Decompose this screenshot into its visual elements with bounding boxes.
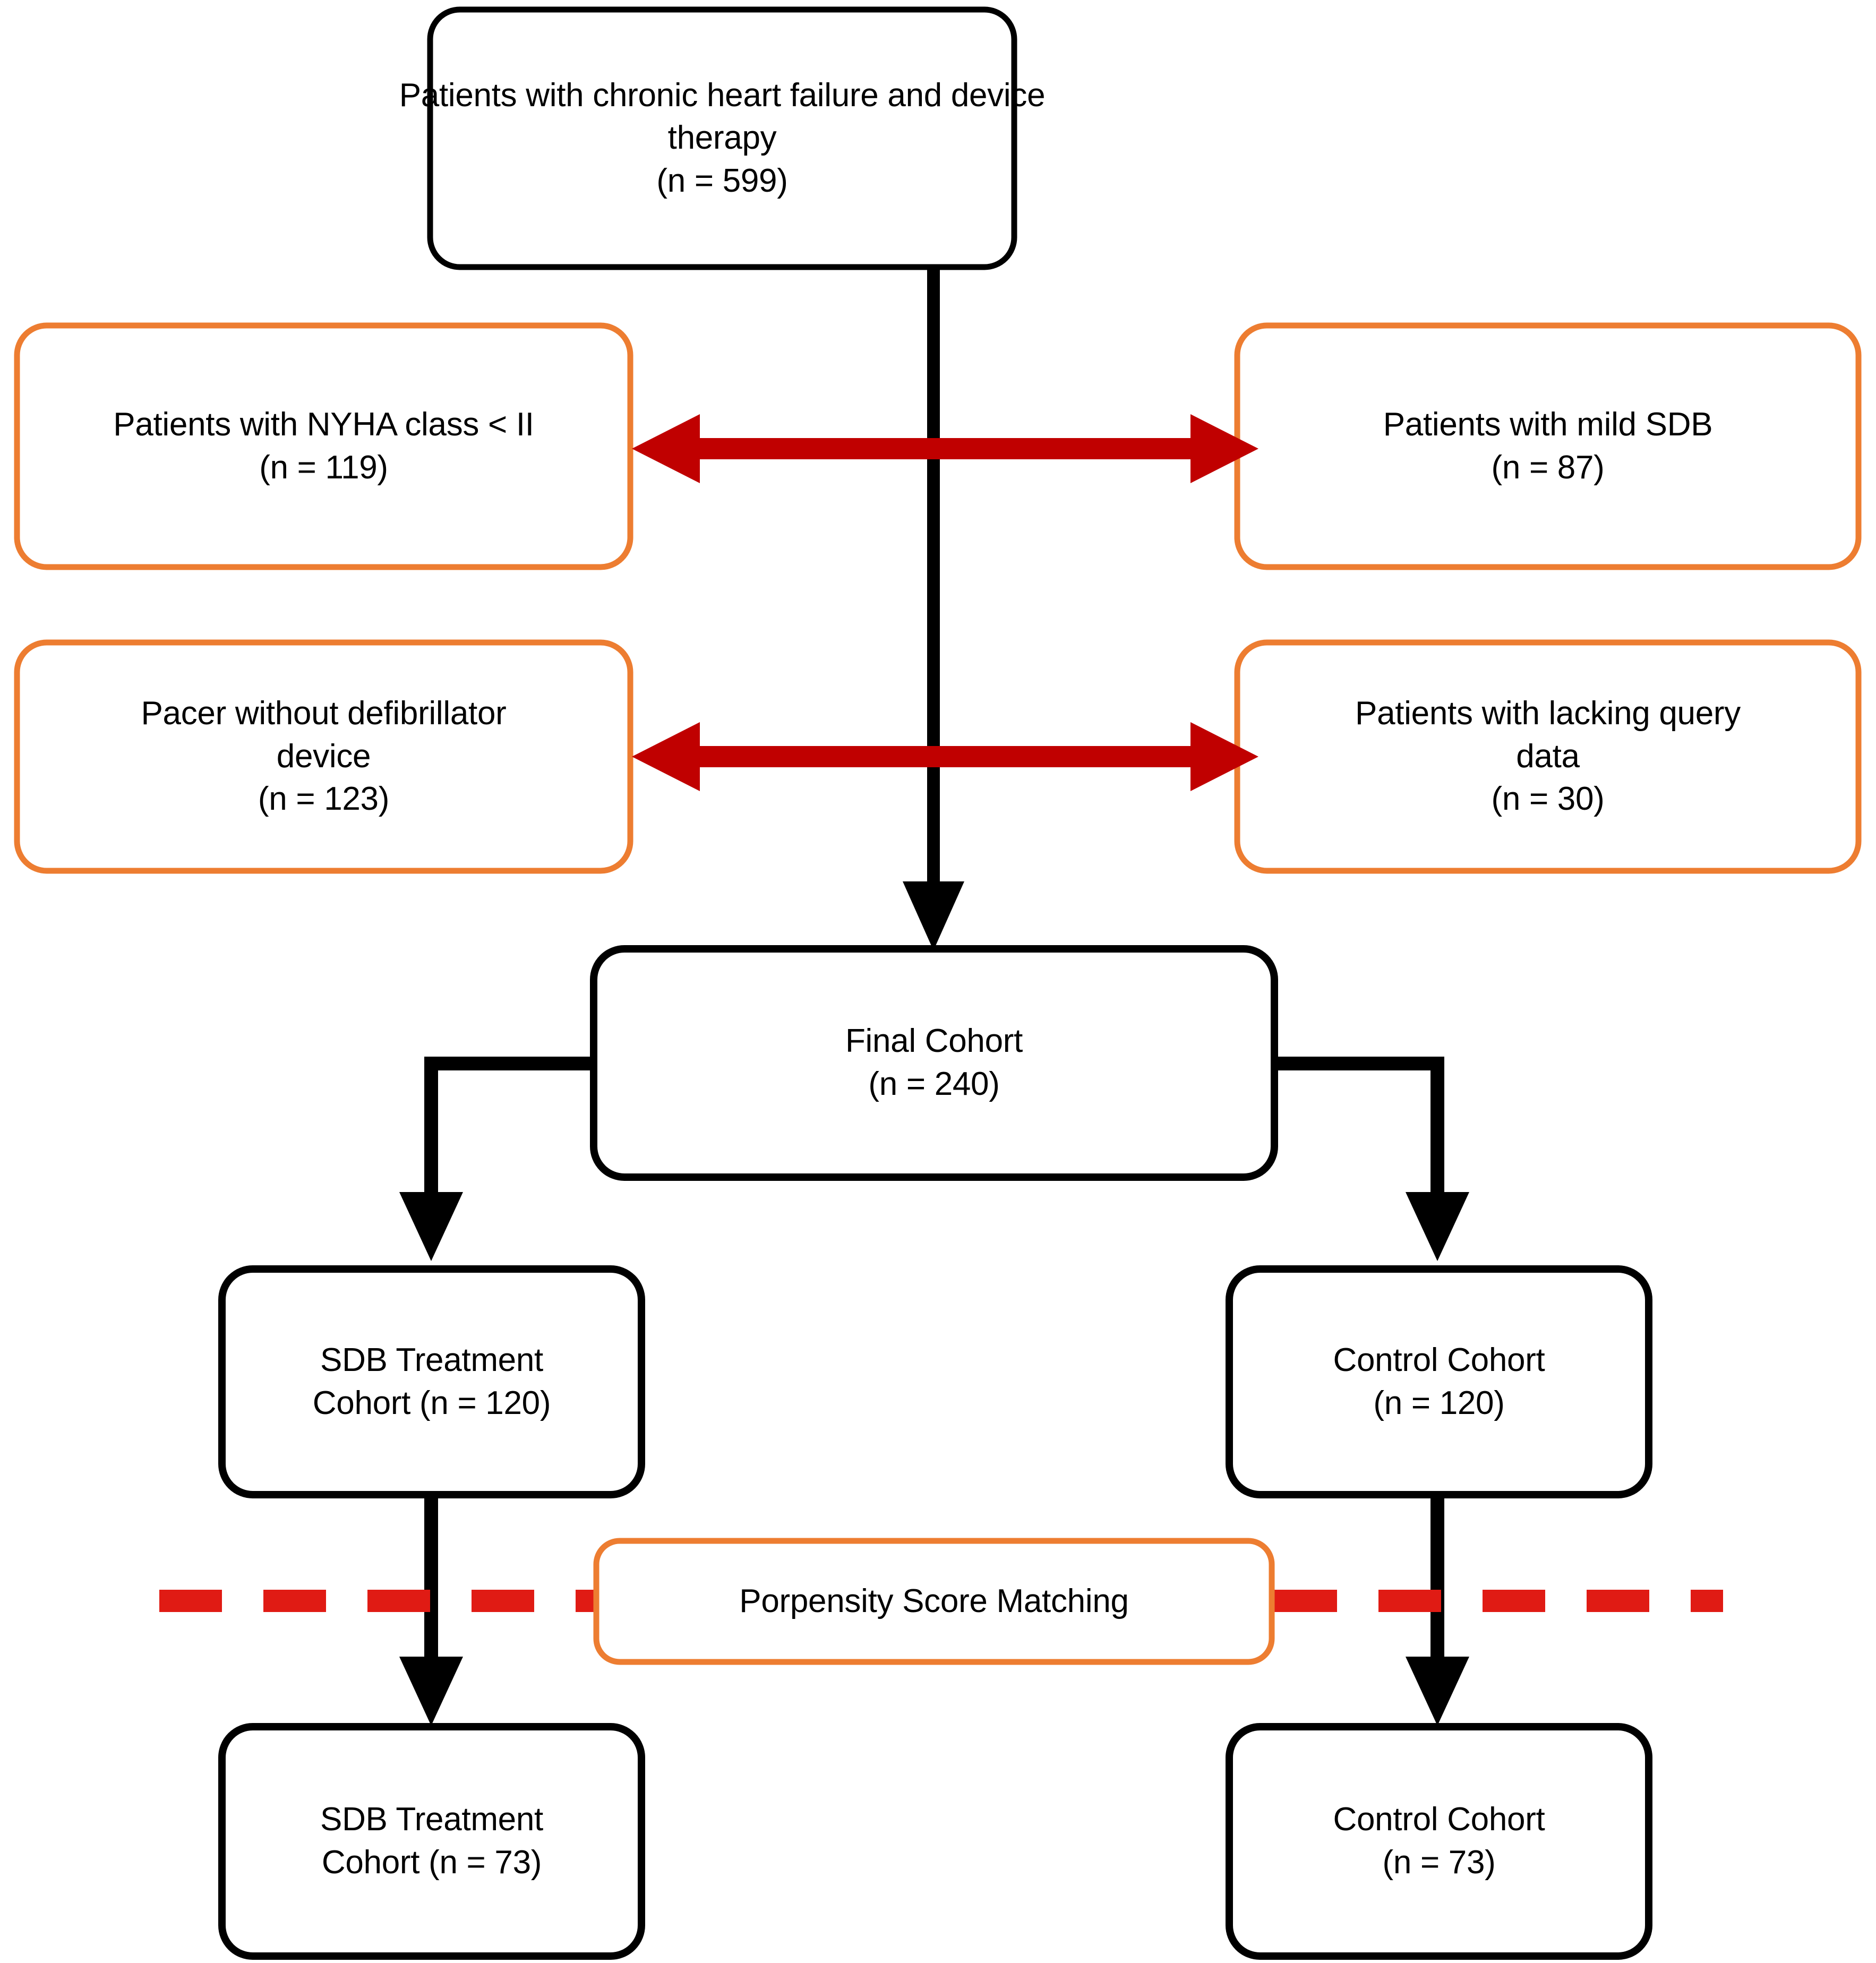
- node-box-exclusion-query-data: [1234, 639, 1862, 874]
- connector-source-to-final: [903, 265, 964, 950]
- connector-control-120-to-control-73: [1406, 1495, 1469, 1726]
- node-box-sdb-treatment-73: [218, 1723, 645, 1960]
- node-box-final-cohort: [590, 945, 1278, 1181]
- node-box-sdb-treatment-120: [218, 1265, 645, 1498]
- connector-final-to-control-120: [1274, 1057, 1469, 1261]
- connector-exclusion-row-1: [632, 414, 1258, 483]
- node-box-exclusion-pacer: [14, 639, 633, 874]
- connector-final-to-sdb-120: [399, 1057, 594, 1261]
- connector-sdb-120-to-sdb-73: [399, 1495, 463, 1726]
- node-box-control-73: [1226, 1723, 1652, 1960]
- node-box-matching-label: [593, 1538, 1275, 1665]
- node-box-control-120: [1226, 1265, 1652, 1498]
- node-box-exclusion-mild-sdb: [1234, 322, 1862, 570]
- connector-exclusion-row-2: [632, 722, 1258, 791]
- node-box-exclusion-nyha: [14, 322, 633, 570]
- node-box-source: [427, 6, 1017, 270]
